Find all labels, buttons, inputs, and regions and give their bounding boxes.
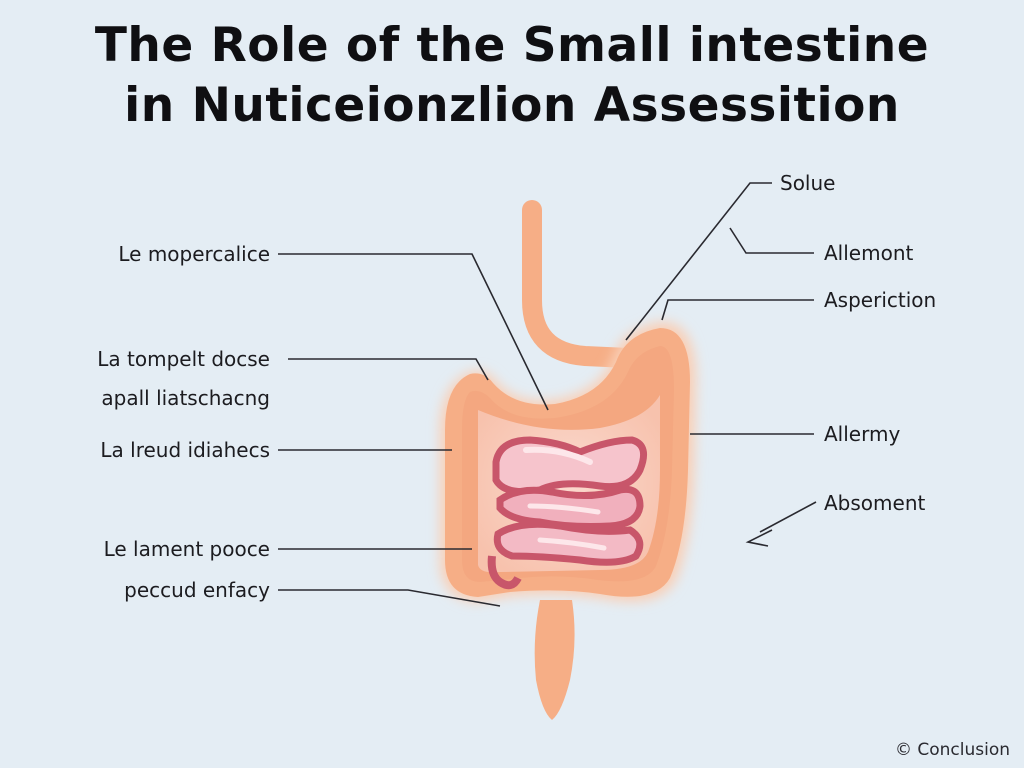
rectum [534,600,575,720]
leader-line-left-1 [278,253,549,411]
leader-line-left-6 [278,589,501,607]
footer-text: Conclusion [917,740,1010,760]
right-label-2: Allemont [824,241,913,265]
left-label-5: Le lament pooce [104,537,270,561]
left-label-4: La lreud idiahecs [100,438,270,462]
copyright-icon: © [894,740,912,760]
left-label-1: Le mopercalice [118,242,270,266]
right-label-3: Asperiction [824,288,936,312]
right-label-5: Absoment [824,491,925,515]
right-label-1: Solue [780,171,835,195]
leader-line-right-3 [661,299,814,321]
left-label-6: peccud enfacy [124,578,270,602]
leader-line-right-2 [729,227,814,254]
arrow-head-icon [745,529,773,547]
title-line-2: in Nuticeionzlion Assessition [124,78,900,133]
right-label-4: Allermy [824,422,900,446]
left-label-3: apall liatschacng [101,386,270,410]
small-intestine [487,436,648,590]
title-line-1: The Role of the Small intestine [94,18,930,73]
diagram-title: The Role of the Small intestine in Nutic… [0,16,1024,136]
left-label-2: La tompelt docse [97,347,270,371]
leader-line-left-2 [288,358,489,381]
leader-line-right-5 [759,501,817,533]
footer-conclusion: © Conclusion [895,740,1010,760]
leader-line-right-1 [625,182,772,341]
